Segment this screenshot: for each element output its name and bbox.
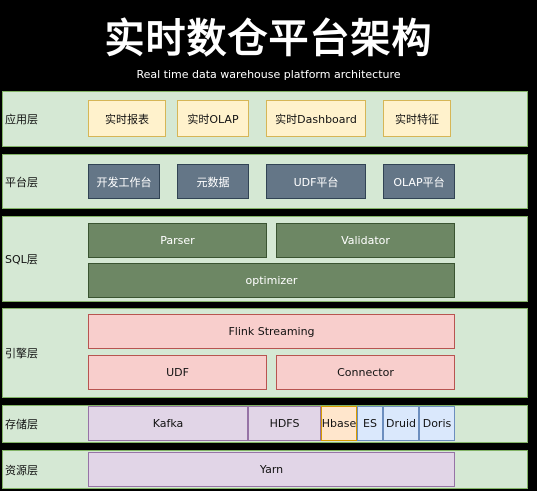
engine-flink-streaming: Flink Streaming xyxy=(88,314,455,349)
storage-kafka: Kafka xyxy=(88,406,248,441)
storage-doris: Doris xyxy=(419,406,455,441)
app-item-realtime-dashboard: 实时Dashboard xyxy=(266,100,366,137)
platform-item-udf-platform: UDF平台 xyxy=(266,164,366,199)
app-item-realtime-feature: 实时特征 xyxy=(383,100,451,137)
layer-platform-label: 平台层 xyxy=(5,175,38,189)
engine-connector: Connector xyxy=(276,355,455,390)
layer-sql-label: SQL层 xyxy=(5,253,38,266)
sql-validator: Validator xyxy=(276,223,455,258)
layer-engine-label: 引擎层 xyxy=(5,347,38,360)
layer-app-label: 应用层 xyxy=(5,113,38,126)
storage-es: ES xyxy=(357,406,383,441)
sql-parser: Parser xyxy=(88,223,267,258)
engine-udf: UDF xyxy=(88,355,267,390)
storage-hbase: Hbase xyxy=(321,406,357,441)
storage-druid: Druid xyxy=(383,406,419,441)
resource-yarn: Yarn xyxy=(88,452,455,487)
page-title: 实时数仓平台架构 xyxy=(104,16,433,62)
platform-item-olap-platform: OLAP平台 xyxy=(383,164,455,199)
app-item-realtime-report: 实时报表 xyxy=(88,100,166,137)
page-subtitle: Real time data warehouse platform archit… xyxy=(136,68,401,81)
storage-hdfs: HDFS xyxy=(248,406,321,441)
layer-resource-label: 资源层 xyxy=(5,463,38,477)
platform-item-metadata: 元数据 xyxy=(177,164,249,199)
platform-item-dev-workbench: 开发工作台 xyxy=(88,164,160,199)
layer-storage-label: 存储层 xyxy=(5,418,38,431)
sql-optimizer: optimizer xyxy=(88,263,455,298)
app-item-realtime-olap: 实时OLAP xyxy=(177,100,249,137)
